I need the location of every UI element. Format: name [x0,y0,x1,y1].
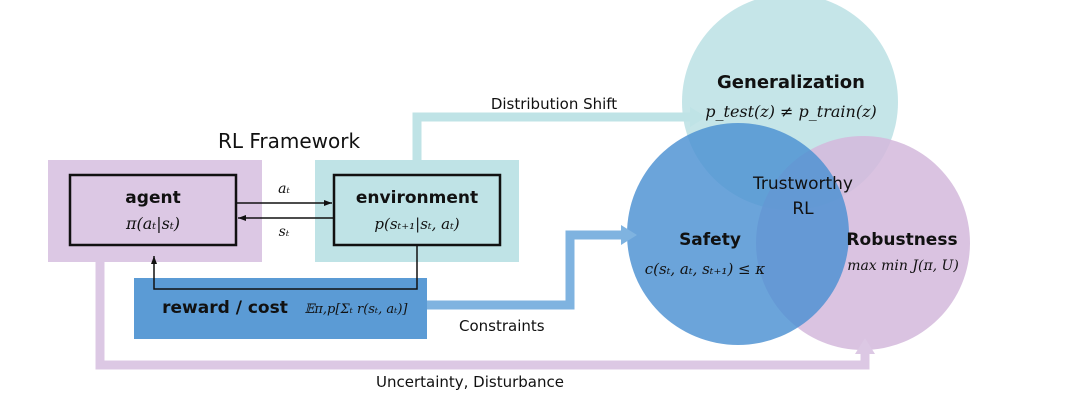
constraints-arrow [427,230,622,310]
reward-cost-title: reward / cost [162,298,288,318]
agent-formula: π(aₜ|sₜ) [125,214,180,233]
reward-feedback-line [151,245,418,290]
distribution-shift-label: Distribution Shift [491,95,617,113]
uncertainty-arrow [95,262,870,370]
uncertainty-arrowhead [855,338,875,354]
state-label: sₜ [279,224,290,240]
generalization-title: Generalization [717,72,865,93]
agent-box [68,173,238,247]
constraints-arrowhead [621,225,637,245]
rl-framework-title: RL Framework [218,129,361,153]
action-label: aₜ [278,181,290,197]
agent-title: agent [125,188,180,208]
safety-circle [627,123,849,345]
constraints-label: Constraints [459,317,545,335]
venn-center-label-line2: RL [792,199,814,219]
environment-box [332,173,502,247]
distribution-shift-arrow [412,112,692,160]
generalization-formula: p_test(z) ≠ p_train(z) [705,102,876,121]
robustness-title: Robustness [846,230,957,250]
safety-title: Safety [679,230,741,250]
robustness-formula: max min J(π, U) [847,258,959,274]
environment-formula: p(sₜ₊₁|sₜ, aₜ) [374,215,459,233]
reward-cost-bar [134,278,427,339]
safety-formula: c(sₜ, aₜ, sₜ₊₁) ≤ κ [645,260,766,278]
uncertainty-label: Uncertainty, Disturbance [376,373,564,391]
distribution-shift-arrowhead [690,107,706,127]
environment-title: environment [356,188,478,208]
reward-cost-formula: 𝔼π,p[Σₜ r(sₜ, aₜ)] [304,302,408,317]
venn-center-label-line1: Trustworthy [752,174,853,194]
